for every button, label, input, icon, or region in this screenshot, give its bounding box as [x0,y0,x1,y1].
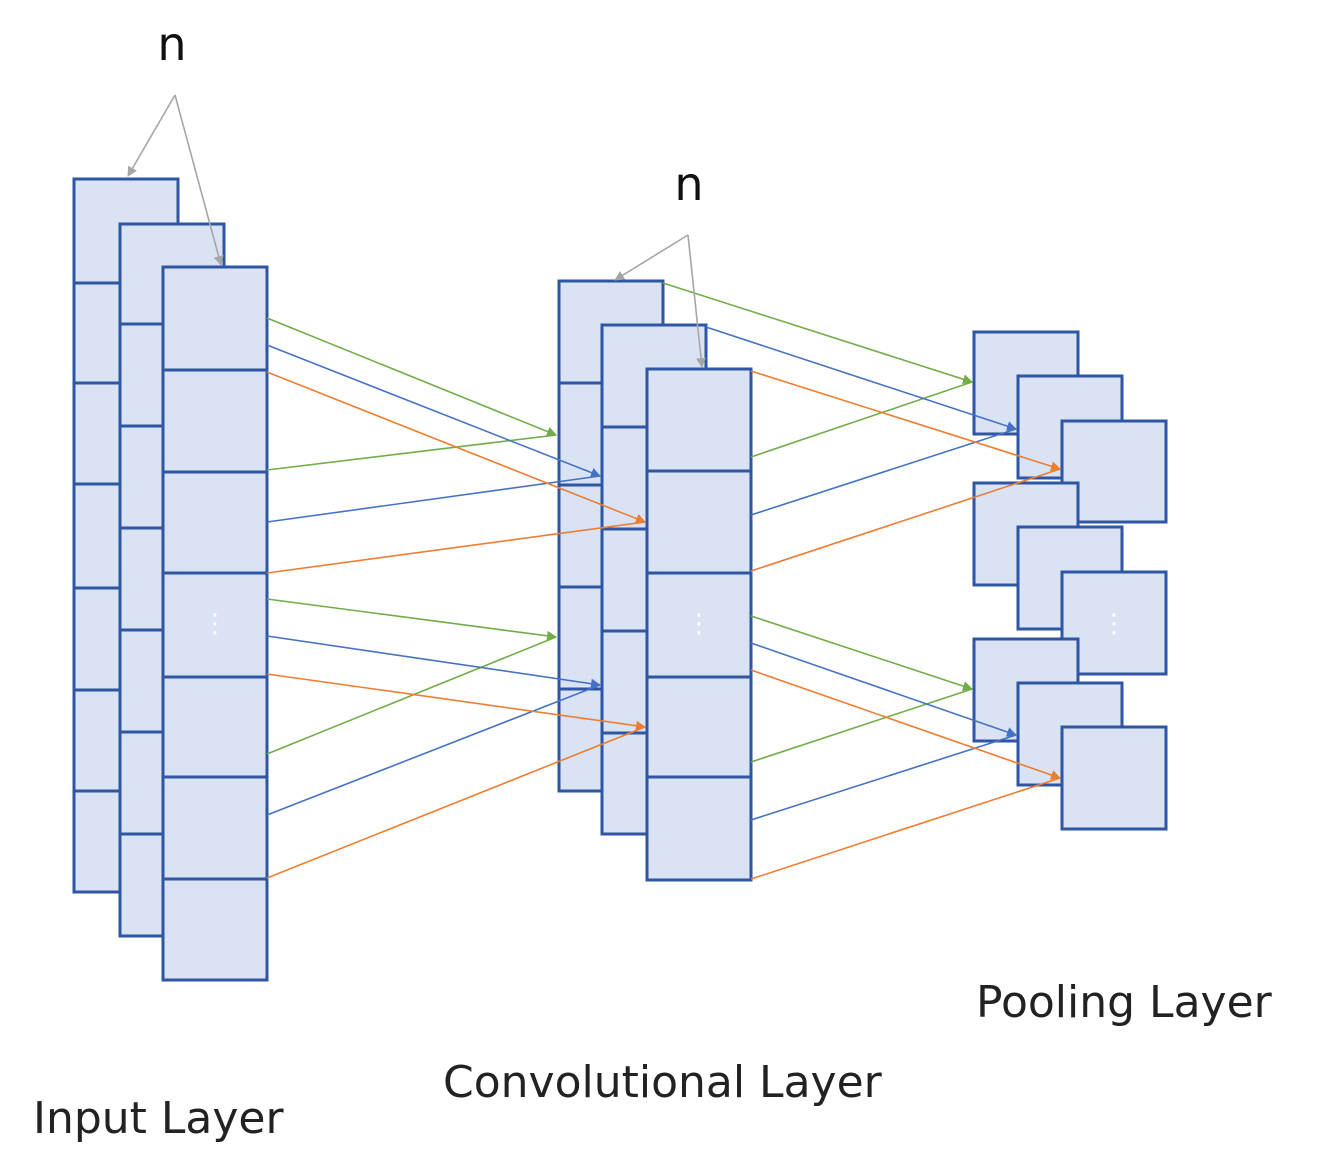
input-cell [161,675,269,779]
conv-cell [645,775,753,882]
orange-arrow [266,673,646,731]
orange-line [750,777,1061,880]
green-line [266,434,557,471]
orange-arrow [266,371,646,524]
conv-cell [645,675,753,779]
input-cell [161,265,269,372]
blue-arrow [705,326,1017,431]
green-line [266,636,557,755]
conv-n-label: n [674,157,703,211]
green-arrow [750,615,973,691]
gray-arrow [127,94,176,177]
blue-arrow [750,642,1017,737]
input-to-conv-connections [266,317,646,879]
conv-cell [645,571,753,679]
pool-layer-label: Pooling Layer [976,977,1273,1028]
conv-to-pool-connections [662,282,1061,880]
pool-layer: ⋮ [972,330,1168,831]
conv-layer: ⋮ [557,279,753,882]
conv-layer-label: Convolutional Layer [443,1057,883,1108]
conv-cell [645,469,753,575]
blue-arrow [266,635,601,689]
input-cell [161,470,269,575]
blue-line [266,684,601,816]
conv-depth-marker: n [614,157,707,368]
pool-ellipsis: ⋮ [1101,609,1127,639]
conv-cell [645,367,753,473]
conv-ellipsis: ⋮ [686,609,712,639]
input-ellipsis: ⋮ [202,609,228,639]
input-column-front: ⋮ [161,265,269,982]
orange-line [750,468,1061,572]
pool-cell [1060,570,1168,676]
input-layer: ⋮ [72,177,269,982]
input-layer-label: Input Layer [33,1093,285,1144]
blue-line [266,475,601,523]
input-cell [161,775,269,881]
gray-arrow [614,234,689,281]
pool-cell [1060,725,1168,831]
green-arrow [662,282,973,385]
pool-stack-middle: ⋮ [972,481,1168,676]
green-line [750,381,973,458]
orange-arrow [750,669,1061,780]
green-line [750,688,973,763]
conv-column-front: ⋮ [645,367,753,882]
pool-stack-top [972,330,1168,524]
orange-line [266,726,646,879]
blue-arrow [266,344,601,478]
input-depth-marker: n [127,17,224,266]
green-arrow [266,598,557,641]
blue-line [750,734,1017,821]
input-cell [161,368,269,474]
green-arrow [266,317,557,437]
input-cell [161,877,269,982]
pool-stack-bottom [972,637,1168,831]
gray-arrow [687,234,707,368]
orange-line [266,521,646,574]
orange-arrow [750,370,1061,472]
input-n-label: n [157,17,186,71]
gray-arrow [174,94,224,266]
blue-line [750,428,1017,516]
